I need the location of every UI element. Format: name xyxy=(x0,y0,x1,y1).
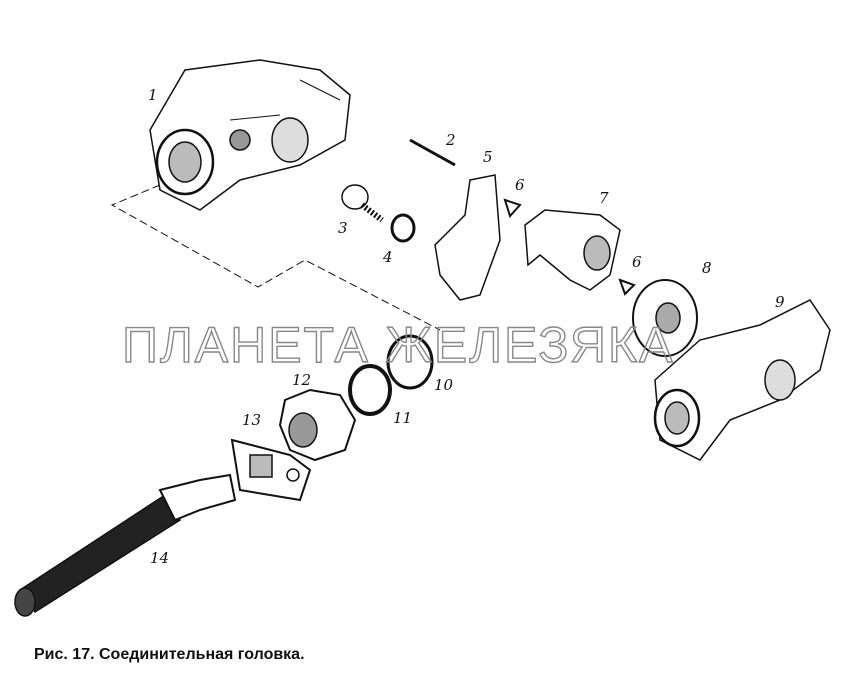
part-12-nut xyxy=(278,388,357,462)
figure-caption: Рис. 17. Соединительная головка. xyxy=(34,646,305,663)
part-1-housing xyxy=(149,59,351,211)
label-10: 10 xyxy=(434,376,454,394)
part-10-ring xyxy=(386,334,434,390)
part-14-hose xyxy=(14,473,237,617)
assembly-line xyxy=(110,184,441,331)
label-6: 6 xyxy=(515,176,525,194)
part-4-ring xyxy=(390,213,416,243)
part-6-clip xyxy=(618,278,636,296)
label-1: 1 xyxy=(148,86,158,104)
part-2-pin xyxy=(409,138,456,167)
part-6-clip xyxy=(503,198,522,218)
label-5: 5 xyxy=(483,148,493,166)
label-6b: 6 xyxy=(632,253,642,271)
label-13: 13 xyxy=(242,411,261,429)
label-9: 9 xyxy=(775,293,785,311)
part-13-plate xyxy=(230,438,312,502)
label-2: 2 xyxy=(445,131,456,149)
label-8: 8 xyxy=(702,259,712,277)
part-5-plate xyxy=(434,174,501,301)
watermark: ПЛАНЕТА ЖЕЛЕЗЯКА xyxy=(122,317,674,373)
part-7-lever xyxy=(524,209,621,291)
label-11: 11 xyxy=(393,409,412,427)
label-4: 4 xyxy=(382,248,393,266)
label-7: 7 xyxy=(599,189,609,207)
label-3: 3 xyxy=(338,219,348,237)
part-11-ring xyxy=(348,364,392,416)
part-8-washer xyxy=(632,279,698,357)
label-14: 14 xyxy=(150,549,169,567)
part-labels: 1 2 3 4 5 6 7 6 8 9 10 11 12 13 14 xyxy=(148,86,785,567)
part-9-housing xyxy=(653,299,831,461)
label-12: 12 xyxy=(292,371,311,389)
part-3-plug xyxy=(341,184,384,223)
